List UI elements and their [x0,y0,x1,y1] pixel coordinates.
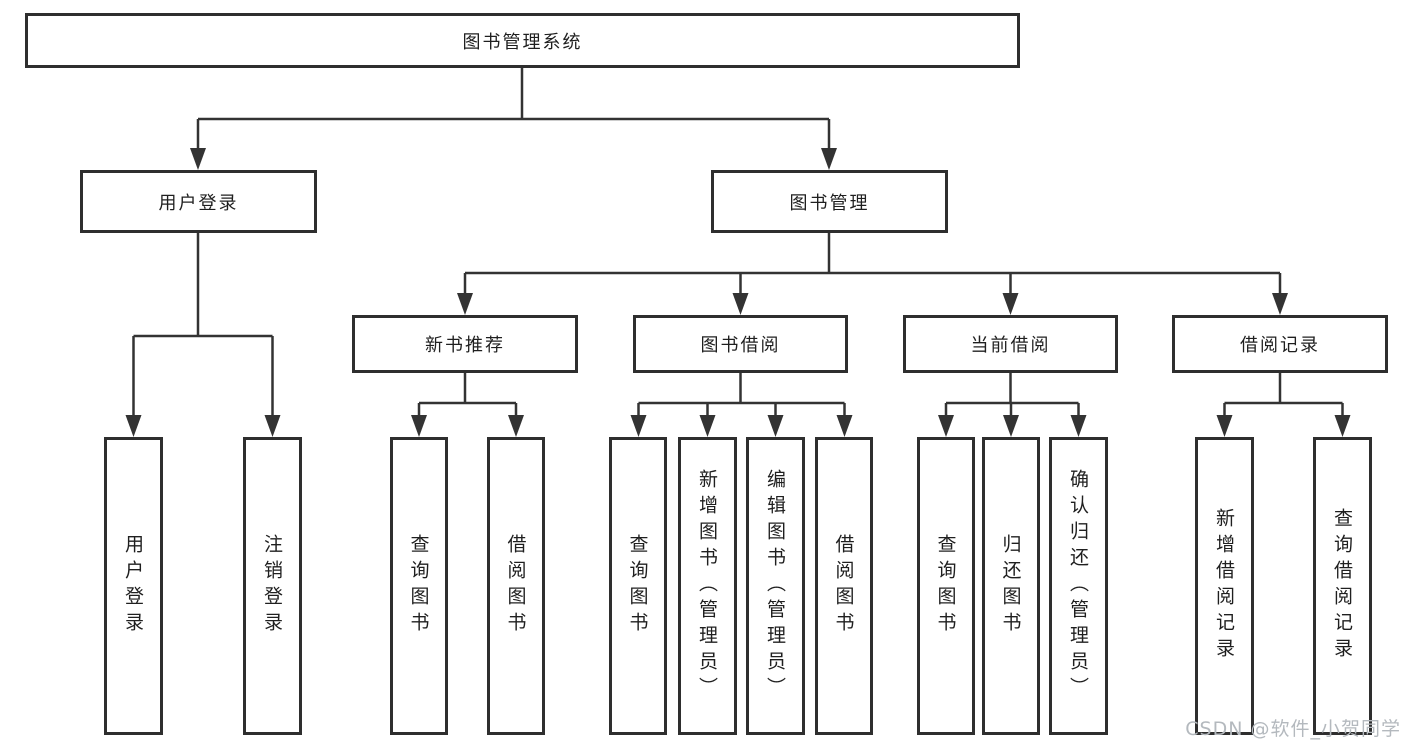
leaf-confirm-return-admin-label: 确认归还（管理员） [1067,469,1089,703]
node-new-book-recommendation: 新书推荐 [352,315,578,373]
leaf-query-borrow-record-label: 查询借阅记录 [1331,508,1353,664]
leaf-query-borrow-record: 查询借阅记录 [1313,437,1372,735]
leaf-user-login-label: 用户登录 [122,534,144,638]
leaf-edit-books-admin-label: 编辑图书（管理员） [764,469,786,703]
leaf-query-books-2: 查询图书 [609,437,667,735]
node-current-borrowing-label: 当前借阅 [970,335,1051,356]
node-current-borrowing: 当前借阅 [903,315,1118,373]
leaf-query-books-2-label: 查询图书 [626,534,649,638]
node-book-borrowing: 图书借阅 [633,315,848,373]
node-borrowing-records: 借阅记录 [1172,315,1388,373]
leaf-add-borrow-record-label: 新增借阅记录 [1213,508,1235,664]
node-new-book-recommendation-label: 新书推荐 [425,335,505,356]
node-root-label: 图书管理系统 [462,31,583,53]
node-root: 图书管理系统 [25,13,1020,68]
leaf-add-books-admin-label: 新增图书（管理员） [696,469,718,703]
leaf-return-books: 归还图书 [982,437,1040,735]
node-book-management-label: 图书管理 [789,192,870,214]
node-user-login-label: 用户登录 [158,192,239,214]
watermark: CSDN @软件_小贺同学 [1185,718,1401,740]
leaf-logout: 注销登录 [243,437,302,735]
leaf-user-login: 用户登录 [104,437,163,735]
arrowhead-icons [125,148,1351,437]
leaf-borrow-books-2: 借阅图书 [815,437,873,735]
leaf-add-borrow-record: 新增借阅记录 [1195,437,1254,735]
leaf-borrow-books-1-label: 借阅图书 [504,534,527,638]
node-book-borrowing-label: 图书借阅 [700,335,781,356]
leaf-query-books-3: 查询图书 [917,437,975,735]
leaf-query-books-1-label: 查询图书 [407,534,430,638]
leaf-add-books-admin: 新增图书（管理员） [678,437,737,735]
node-book-management: 图书管理 [711,170,948,233]
leaf-borrow-books-2-label: 借阅图书 [832,534,855,638]
leaf-logout-label: 注销登录 [261,534,283,638]
leaf-confirm-return-admin: 确认归还（管理员） [1049,437,1108,735]
node-borrowing-records-label: 借阅记录 [1240,335,1320,356]
leaf-borrow-books-1: 借阅图书 [487,437,545,735]
leaf-return-books-label: 归还图书 [999,534,1022,638]
node-user-login: 用户登录 [80,170,317,233]
leaf-edit-books-admin: 编辑图书（管理员） [746,437,805,735]
leaf-query-books-1: 查询图书 [390,437,448,735]
leaf-query-books-3-label: 查询图书 [934,534,957,638]
